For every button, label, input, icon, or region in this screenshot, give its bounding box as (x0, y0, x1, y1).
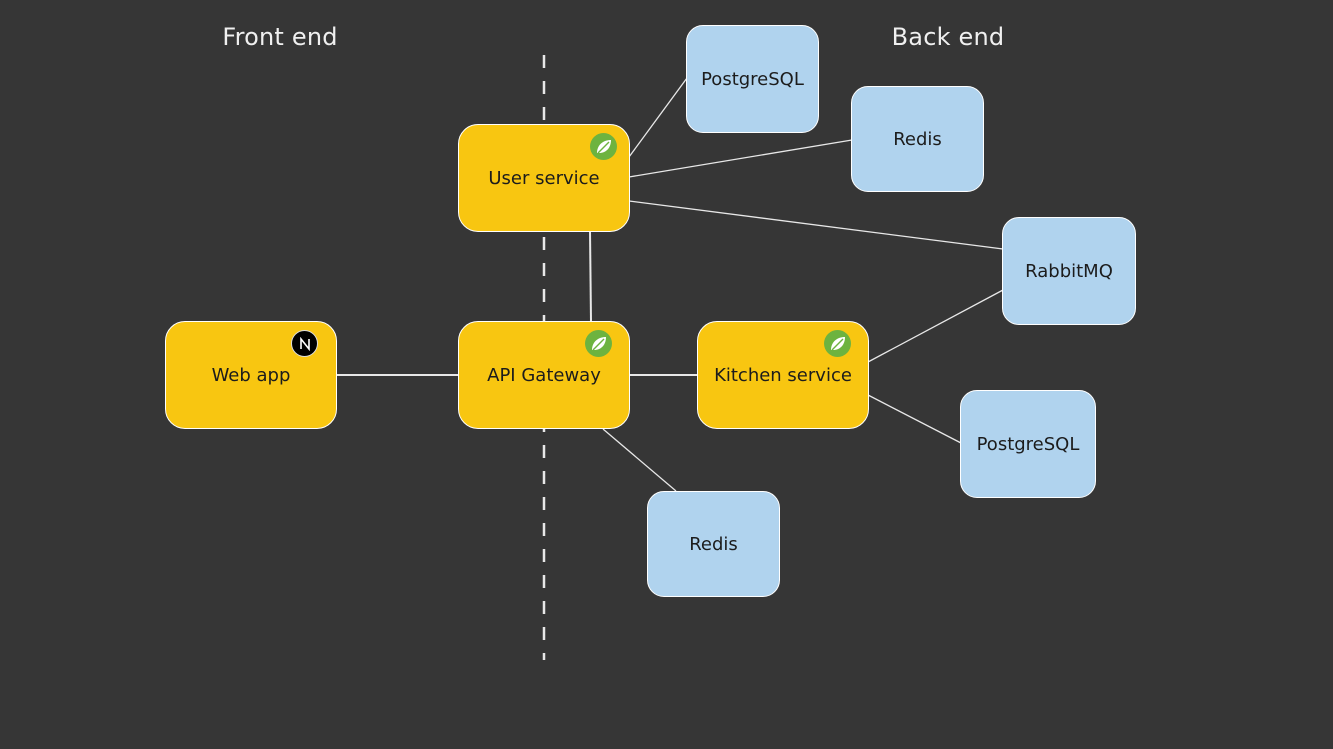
api-gateway-node[interactable]: API Gateway (458, 321, 630, 429)
edge-user-rabbitmq (628, 200, 1004, 250)
rabbitmq-node[interactable]: RabbitMQ (1002, 217, 1136, 325)
front-end-title: Front end (222, 23, 338, 51)
nextjs-icon (291, 330, 318, 357)
spring-leaf-icon (590, 133, 617, 160)
node-label: RabbitMQ (1025, 260, 1113, 282)
user-service-node[interactable]: User service (458, 124, 630, 232)
back-end-title: Back end (891, 23, 1005, 51)
node-label: Kitchen service (714, 364, 852, 386)
kitchen-service-node[interactable]: Kitchen service (697, 321, 869, 429)
node-label: PostgreSQL (701, 68, 804, 90)
spring-leaf-icon (585, 330, 612, 357)
edge-kitchen-postgres (867, 394, 962, 444)
postgresql-user-node[interactable]: PostgreSQL (686, 25, 819, 133)
edge-gateway-user (589, 230, 592, 323)
web-app-node[interactable]: Web app (165, 321, 337, 429)
edge-user-postgres (628, 77, 688, 158)
node-label: Redis (689, 533, 738, 555)
node-label: PostgreSQL (976, 433, 1080, 455)
spring-leaf-icon (824, 330, 851, 357)
node-label: API Gateway (487, 364, 601, 386)
edge-user-redis (628, 139, 853, 178)
postgresql-kitchen-node[interactable]: PostgreSQL (960, 390, 1096, 498)
edge-gateway-redis (602, 428, 677, 492)
redis-user-node[interactable]: Redis (851, 86, 984, 192)
node-label: Redis (893, 128, 942, 150)
node-label: Web app (211, 364, 291, 386)
edge-kitchen-rabbitmq (867, 289, 1004, 363)
node-label: User service (488, 167, 600, 189)
redis-gateway-node[interactable]: Redis (647, 491, 780, 597)
